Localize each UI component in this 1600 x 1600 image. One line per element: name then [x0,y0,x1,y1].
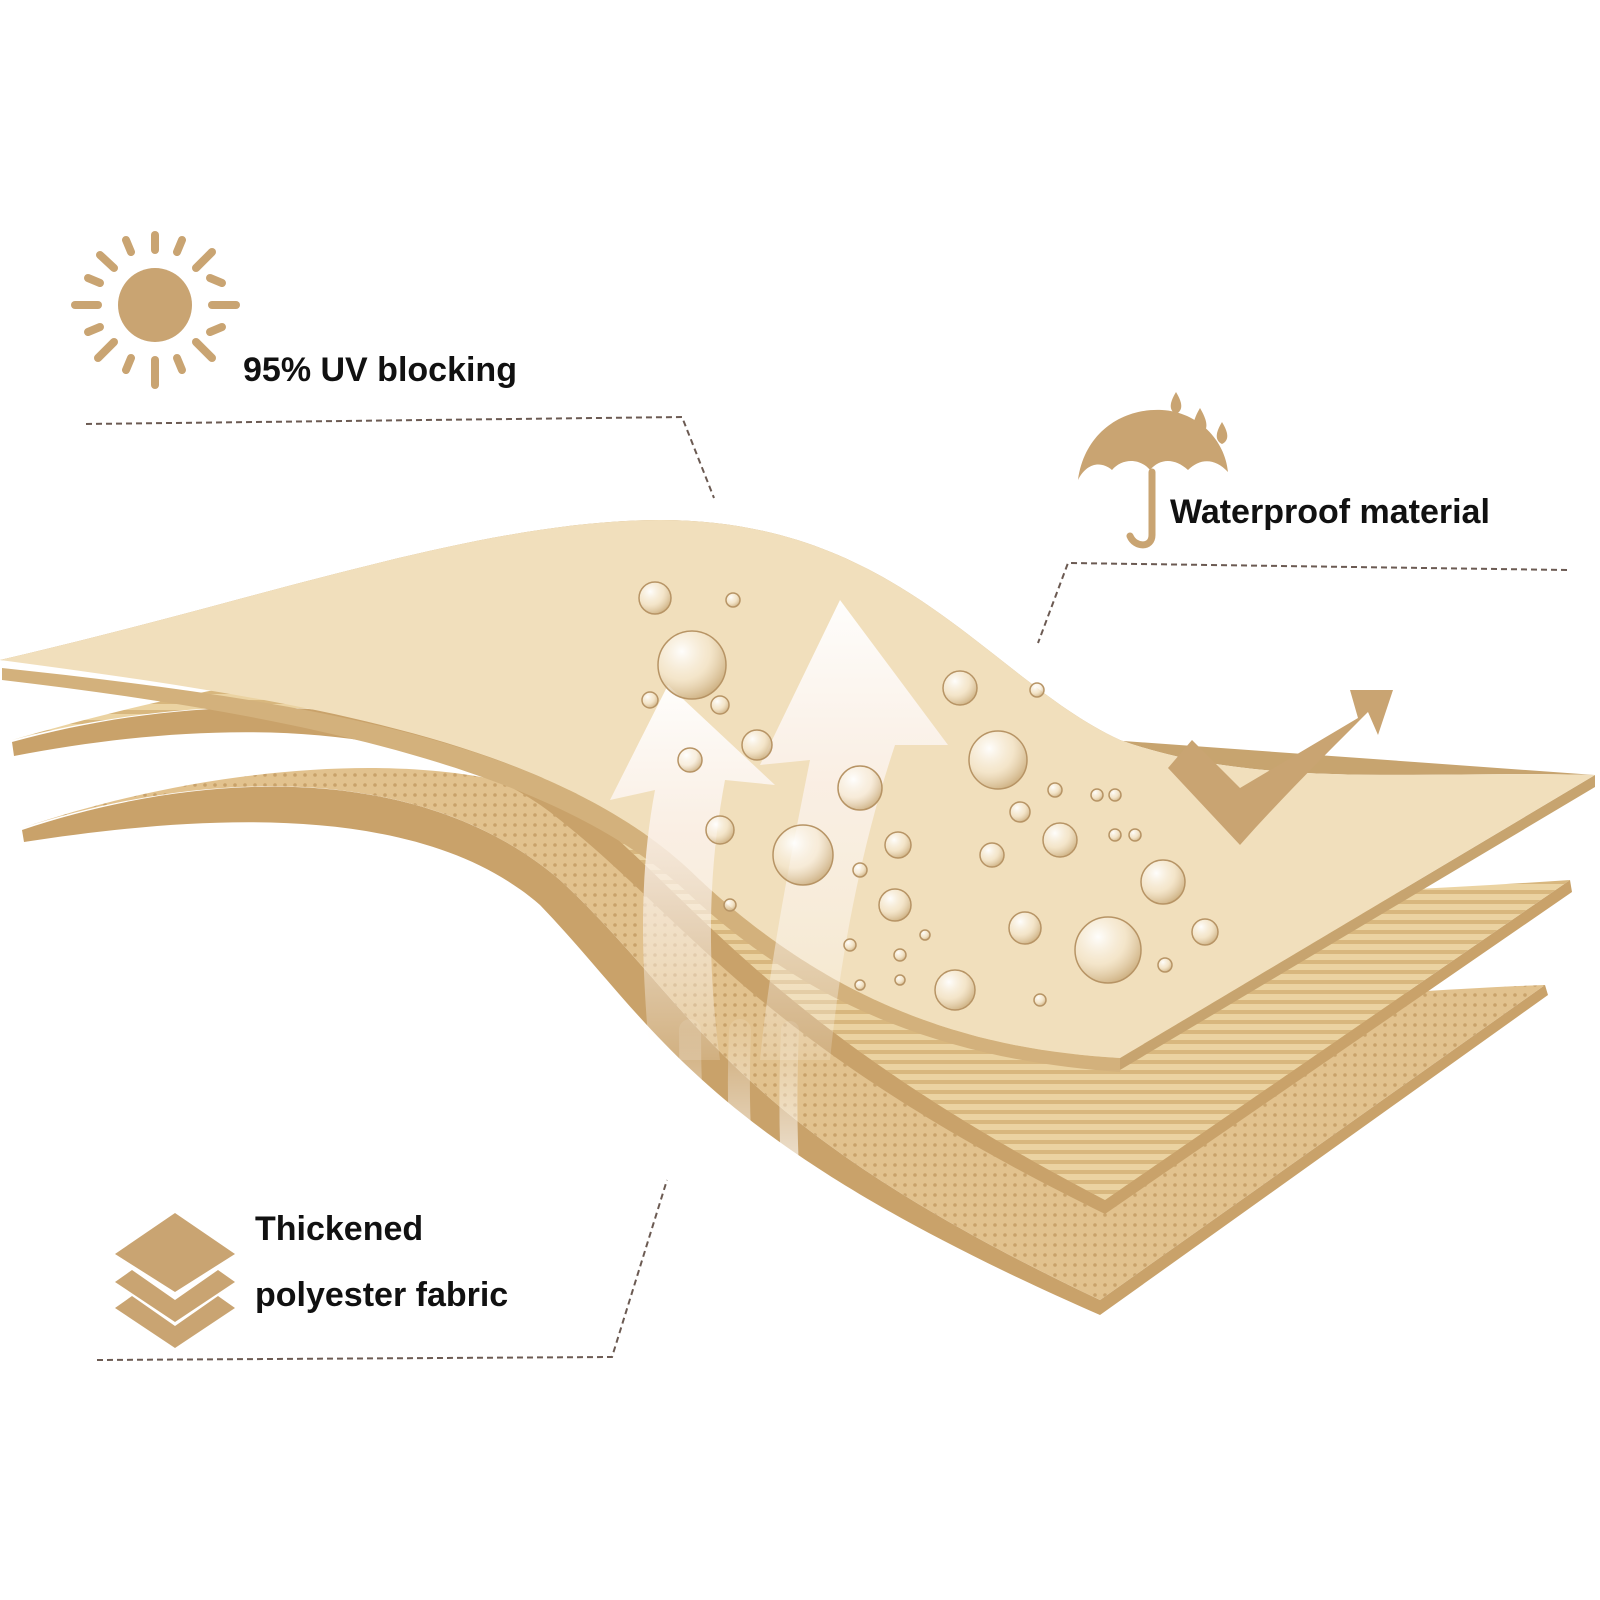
uv-leader-line [85,415,715,499]
breathable-strands [679,1019,829,1411]
checkmark-arrow-icon [1168,690,1393,845]
layers-icon [115,1213,235,1348]
umbrella-rain-icon [1078,392,1228,549]
leader-lines [85,415,1568,1361]
waterproof-label: Waterproof material [1170,493,1490,531]
fabric-label-line-1: Thickened [255,1210,424,1248]
waterproof-leader-line [1037,561,1568,644]
sun-icon [71,231,240,389]
fabric-leader-line [96,1179,668,1361]
vapor-arrows [610,600,948,1060]
uv-blocking-label: 95% UV blocking [243,351,517,389]
water-droplets [638,581,1219,1011]
fabric-label-line-2: polyester fabric [255,1276,509,1314]
